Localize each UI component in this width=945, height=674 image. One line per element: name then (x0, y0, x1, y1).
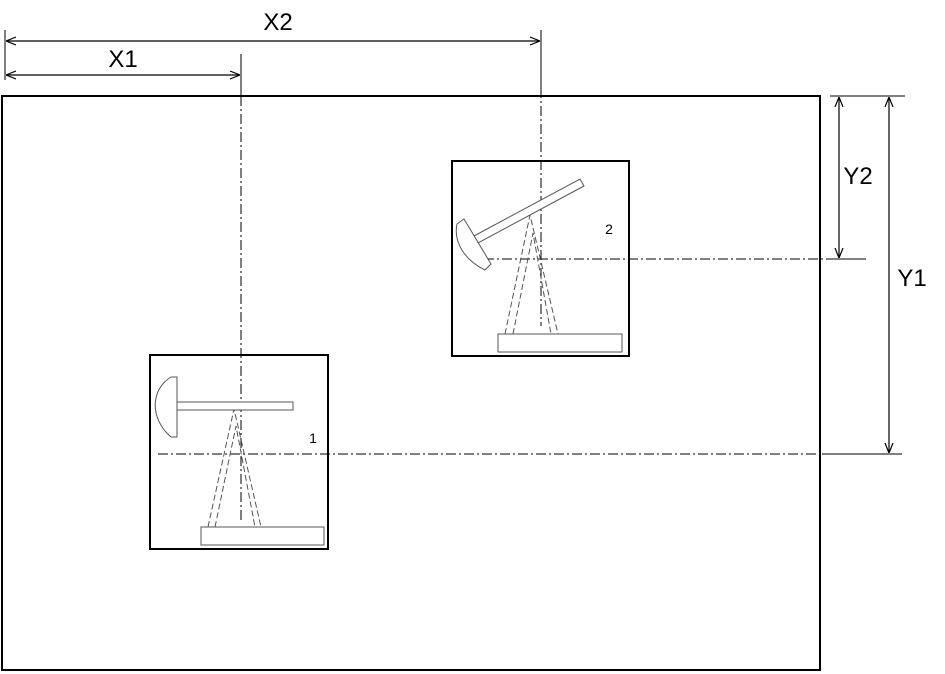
pump-unit-1-tower (207, 408, 262, 528)
dimension-x2-label: X2 (263, 9, 292, 36)
pump-unit-1-horsehead (154, 376, 178, 438)
pump-unit-2-base (497, 333, 623, 353)
dimension-x1: X1 (7, 46, 242, 96)
dimension-y2-label: Y2 (843, 163, 872, 190)
pump-unit-2-horsehead (455, 218, 492, 271)
dimension-x1-label: X1 (108, 46, 137, 73)
pump-unit-1-base (200, 526, 325, 546)
site-boundary (1, 95, 821, 671)
pump-unit-2-tower (504, 214, 559, 335)
dimension-y1-label: Y1 (897, 265, 926, 292)
dimension-y1: Y1 (822, 98, 927, 455)
pump-unit-1-walking-beam (173, 401, 294, 411)
pump-unit-1-frame (149, 354, 329, 550)
pump-unit-2-label: 2 (605, 221, 613, 237)
dimension-y2: Y2 (828, 95, 905, 260)
pump-unit-2: 2 (451, 160, 630, 357)
pump-unit-2-walking-beam (473, 178, 585, 244)
pump-unit-2-frame (451, 160, 630, 357)
pump-unit-1-label: 1 (309, 430, 317, 446)
dimension-x2: X2 (4, 9, 542, 88)
pump-unit-1: 1 (149, 354, 329, 550)
